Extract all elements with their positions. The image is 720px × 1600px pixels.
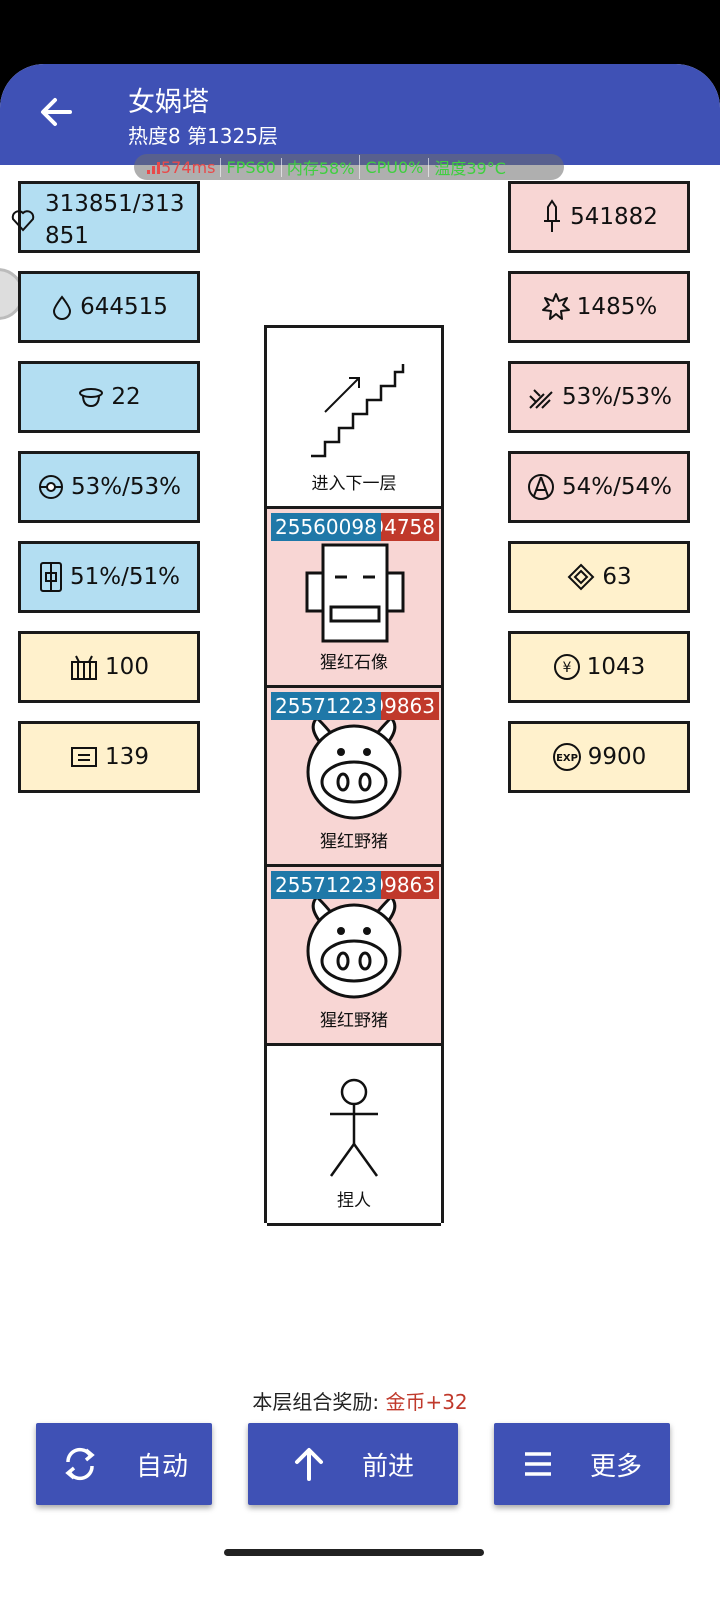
temp-readout: 温度39°C (434, 159, 506, 178)
stairs-icon (311, 364, 405, 458)
drop-icon (53, 295, 72, 320)
tower-column: 进入下一层 94758 25560098 猩红石像 (264, 325, 444, 1226)
forward-button-label: 前进 (361, 1451, 414, 1482)
page-title: 女娲塔 (128, 87, 209, 118)
forward-button[interactable]: 前进 (248, 1423, 458, 1505)
stat-gem: 63 (508, 541, 690, 613)
stat-slash: 53%/53% (508, 361, 690, 433)
tower-cell-label: 进入下一层 (311, 474, 397, 494)
gem-icon (567, 563, 595, 591)
boar-icon (306, 894, 402, 999)
tower-cell-label: 捏人 (337, 1191, 371, 1211)
home-indicator[interactable] (224, 1549, 484, 1556)
coin-icon: ¥ (553, 654, 580, 680)
stat-attack: 541882 (508, 181, 690, 253)
stat-crit: 1485% (508, 271, 690, 343)
refresh-icon (65, 1447, 95, 1481)
svg-text:¥: ¥ (562, 660, 571, 676)
stat-shield-value: 51%/51% (70, 564, 180, 590)
menu-icon (524, 1452, 551, 1476)
stat-card: 139 (18, 721, 200, 793)
stat-gold-value: 1043 (586, 654, 646, 680)
tower-cell-player[interactable]: 捏人 (267, 1046, 441, 1226)
tower-cell-stairs[interactable]: 进入下一层 (267, 328, 441, 509)
stat-defense-value: 22 (111, 384, 141, 410)
game-screen: 女娲塔 热度8 第1325层 574ms FPS60 内存58% CPU0% 温… (0, 64, 720, 1600)
arrow-up-icon (294, 1448, 323, 1481)
tower-cell-enemy[interactable]: 94758 25560098 猩红石像 (267, 509, 441, 688)
pierce-icon (528, 474, 554, 500)
svg-text:EXP: EXP (556, 753, 578, 764)
stat-orb: 53%/53% (18, 451, 200, 523)
stat-mp-value: 644515 (80, 294, 168, 320)
stone-statue-icon (305, 543, 405, 643)
enemy-stats-bar: 99863 25571223 (271, 871, 439, 899)
stat-pierce: 54%/54% (508, 451, 690, 523)
floor-reward: 本层组合奖励: 金币+32 (0, 1386, 720, 1415)
reward-value: 金币+32 (385, 1390, 468, 1414)
stat-crit-value: 1485% (576, 294, 658, 320)
enemy-stats-bar: 99863 25571223 (271, 692, 439, 720)
tower-cell-label: 猩红野猪 (320, 1011, 388, 1031)
heart-icon (11, 210, 35, 232)
memory-readout: 内存58% (282, 155, 361, 179)
stat-box: 100 (18, 631, 200, 703)
enemy-stats-bar: 94758 25560098 (271, 513, 439, 541)
stat-slash-value: 53%/53% (562, 384, 672, 410)
stat-card-value: 139 (105, 744, 149, 770)
helmet-icon (79, 388, 104, 408)
stat-hp: 313851/313851 (11, 181, 200, 253)
back-arrow-icon[interactable] (36, 92, 76, 132)
card-icon (71, 747, 98, 767)
auto-button-label: 自动 (135, 1451, 188, 1482)
tower-cell-label: 猩红野猪 (320, 832, 388, 852)
stat-gold: ¥ 1043 (508, 631, 690, 703)
burst-icon (541, 293, 570, 320)
tower-cell-enemy[interactable]: 99863 25571223 猩红野猪 (267, 688, 441, 867)
perf-overlay: 574ms FPS60 内存58% CPU0% 温度39°C (134, 154, 564, 180)
stat-hp-value: 313851/313851 (45, 191, 185, 249)
stat-exp: EXP 9900 (508, 721, 690, 793)
tower-cell-enemy[interactable]: 99863 25571223 猩红野猪 (267, 867, 441, 1046)
enemy-hp: 25560098 (271, 513, 381, 541)
enemy-hp: 25571223 (271, 871, 381, 899)
stat-pierce-value: 54%/54% (562, 474, 672, 500)
tower-cell-label: 猩红石像 (320, 653, 388, 673)
exp-icon: EXP (552, 743, 581, 771)
app-bar: 女娲塔 热度8 第1325层 (0, 64, 720, 165)
orb-icon (39, 475, 63, 499)
stick-figure-icon (329, 1078, 379, 1177)
stat-exp-value: 9900 (587, 744, 647, 770)
stat-defense: 22 (18, 361, 200, 433)
more-button-label: 更多 (589, 1451, 642, 1482)
shield-icon (40, 562, 62, 592)
stat-shield: 51%/51% (18, 541, 200, 613)
box-icon (71, 655, 98, 680)
auto-button[interactable]: 自动 (36, 1423, 212, 1505)
stat-orb-value: 53%/53% (71, 474, 181, 500)
cpu-readout: CPU0% (360, 157, 430, 177)
signal-icon (147, 161, 160, 174)
stat-gem-value: 63 (602, 564, 632, 590)
floor-subtitle: 热度8 第1325层 (128, 124, 278, 148)
slash-icon (529, 389, 553, 409)
more-button[interactable]: 更多 (494, 1423, 670, 1505)
stat-mp: 644515 (18, 271, 200, 343)
sword-icon (544, 199, 561, 232)
reward-label: 本层组合奖励: (252, 1390, 386, 1414)
stat-attack-value: 541882 (570, 204, 658, 230)
stat-box-value: 100 (105, 654, 149, 680)
fps-readout: FPS60 (221, 157, 282, 177)
enemy-hp: 25571223 (271, 692, 381, 720)
ping-readout: 574ms (142, 157, 222, 177)
